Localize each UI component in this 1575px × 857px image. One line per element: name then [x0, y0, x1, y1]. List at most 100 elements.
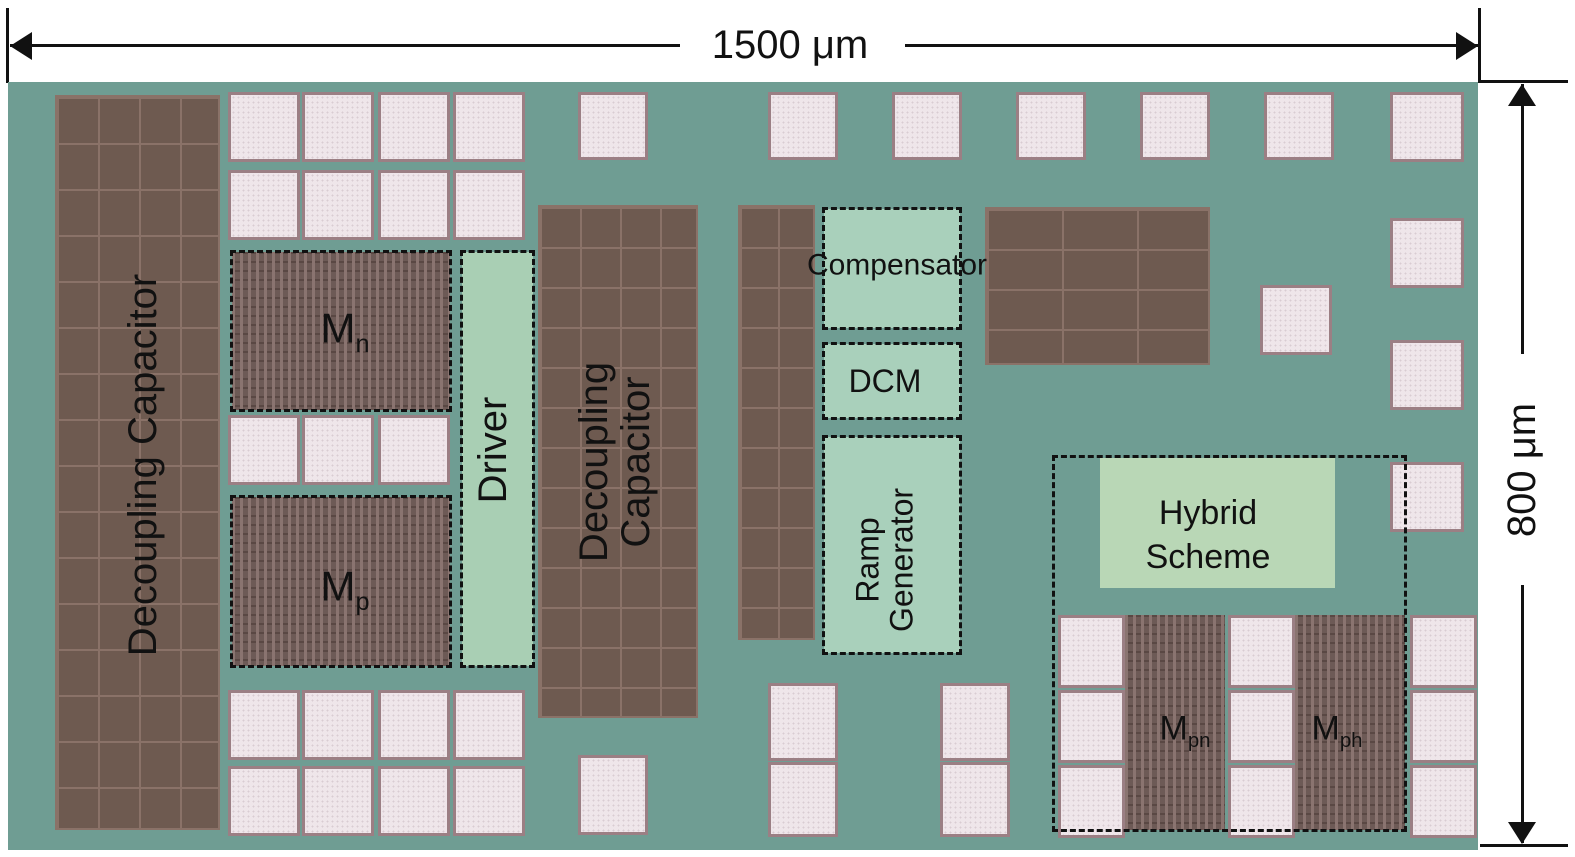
mn-transistor-array: [232, 252, 450, 410]
mn-label-main: M: [320, 304, 356, 352]
dcm-label: DCM: [848, 363, 922, 400]
height-label: 800 μm: [1500, 402, 1544, 538]
hybrid-scheme-line2: Scheme: [1145, 538, 1271, 576]
dcm-region: [824, 344, 960, 418]
decoupling-capacitor-center-line2: Capacitor: [614, 376, 658, 548]
mn-label-sub: n: [355, 329, 370, 358]
ramp-generator-box: [822, 435, 962, 655]
decoupling-capacitor-center-line1: Decoupling: [572, 361, 616, 563]
bond-pad: [378, 690, 450, 760]
decoupling-capacitor-left-label: Decoupling Capacitor: [121, 273, 165, 657]
mph-label-sub: ph: [1339, 730, 1363, 753]
dcm-box: [822, 342, 962, 420]
bond-pad: [1058, 765, 1125, 838]
driver-region: [462, 252, 533, 666]
compensator-box: [822, 207, 962, 330]
height-dimension-line: [1521, 585, 1524, 843]
arrow-up-icon: [1508, 84, 1536, 106]
mn-box: [230, 250, 452, 412]
compensator-region: [824, 209, 960, 328]
ramp-generator-region: [824, 437, 960, 653]
mpn-label-sub: pn: [1187, 730, 1211, 753]
bond-pad: [578, 755, 648, 835]
driver-label: Driver: [471, 396, 515, 504]
mph-label-main: M: [1311, 709, 1340, 748]
mpn-transistor-array: [1125, 615, 1225, 830]
bond-pad: [228, 92, 300, 162]
bond-pad: [228, 170, 300, 240]
mp-label: Mp: [320, 562, 370, 616]
hybrid-scheme-line1: Hybrid: [1158, 493, 1258, 532]
width-tick-left: [6, 8, 9, 83]
bond-pad: [453, 766, 525, 836]
bond-pad: [302, 766, 374, 836]
bond-pad: [768, 92, 838, 160]
mp-transistor-array: [232, 497, 450, 666]
bond-pad: [302, 170, 374, 240]
width-dimension-line: [10, 44, 680, 47]
mph-transistor-array: [1295, 615, 1405, 830]
bond-pad: [1140, 92, 1210, 160]
bond-pad: [578, 92, 648, 160]
arrow-right-icon: [1456, 32, 1478, 60]
ramp-generator-line2: Generator: [883, 487, 919, 633]
capacitor-column: [738, 205, 815, 640]
mp-box: [230, 495, 452, 668]
bond-pad: [1016, 92, 1086, 160]
bond-pad: [378, 92, 450, 162]
bond-pad: [1058, 615, 1125, 688]
width-label: 1500 μm: [711, 23, 869, 67]
mpn-label-main: M: [1159, 709, 1188, 748]
mpn-label: Mpn: [1159, 711, 1210, 752]
bond-pad: [768, 683, 838, 761]
decoupling-capacitor-center: [538, 205, 698, 718]
bond-pad: [1390, 340, 1464, 410]
bond-pad: [1390, 92, 1464, 162]
bond-pad: [228, 766, 300, 836]
bond-pad: [302, 415, 374, 485]
height-tick-top: [1478, 80, 1568, 83]
hybrid-power-stage-box: [1052, 455, 1407, 832]
capacitor-array: [985, 207, 1210, 365]
width-dimension-line: [905, 44, 1478, 47]
bond-pad: [302, 92, 374, 162]
width-tick-right: [1478, 8, 1481, 83]
bond-pad: [1228, 615, 1295, 688]
bond-pad: [940, 762, 1010, 837]
ramp-generator-line1: Ramp: [849, 517, 886, 603]
mph-label: Mph: [1311, 711, 1362, 752]
bond-pad: [453, 690, 525, 760]
decoupling-capacitor-left: [55, 95, 220, 830]
compensator-label: Compensator: [806, 248, 988, 282]
bond-pad: [302, 690, 374, 760]
bond-pad: [768, 762, 838, 837]
bond-pad: [1410, 615, 1477, 688]
bond-pad: [378, 170, 450, 240]
bond-pad: [1228, 765, 1295, 838]
hybrid-scheme-region: [1100, 458, 1335, 588]
bond-pad: [1390, 462, 1464, 532]
mp-label-sub: p: [355, 587, 370, 616]
height-dimension-line: [1521, 84, 1524, 354]
mn-label: Mn: [320, 304, 370, 358]
bond-pad: [1058, 690, 1125, 763]
bond-pad: [1260, 285, 1332, 355]
bond-pad: [228, 415, 300, 485]
bond-pad: [1390, 218, 1464, 288]
bond-pad: [453, 92, 525, 162]
arrow-left-icon: [10, 32, 32, 60]
bond-pad: [378, 766, 450, 836]
bond-pad: [228, 690, 300, 760]
bond-pad: [453, 170, 525, 240]
bond-pad: [1410, 765, 1477, 838]
bond-pad: [378, 415, 450, 485]
bond-pad: [1410, 690, 1477, 763]
height-tick-bottom: [1480, 844, 1568, 847]
bond-pad: [1228, 690, 1295, 763]
bond-pad: [892, 92, 962, 160]
mp-label-main: M: [320, 562, 356, 610]
arrow-down-icon: [1508, 822, 1536, 844]
